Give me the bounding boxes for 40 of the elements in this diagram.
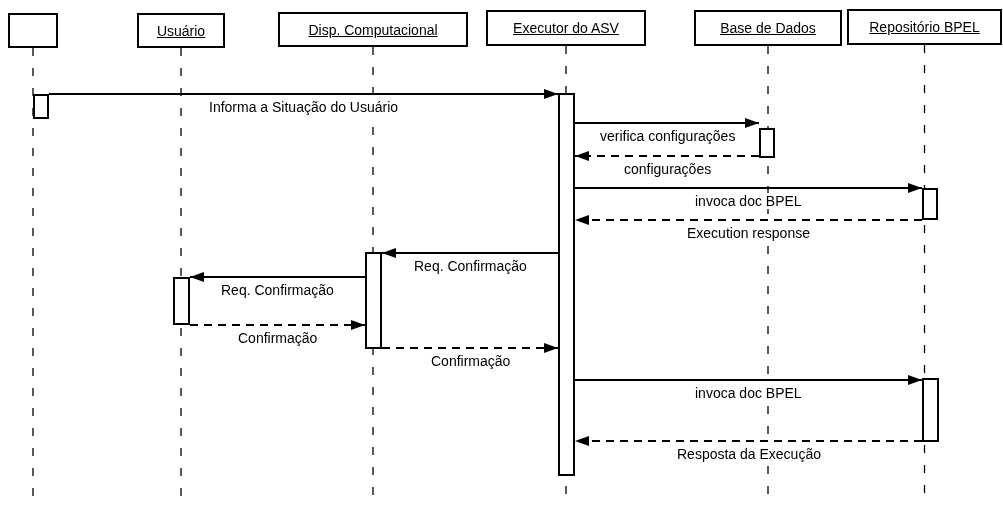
edge-label: Execution response bbox=[686, 225, 811, 241]
return-message-arrow bbox=[189, 320, 366, 330]
activation-bar bbox=[365, 252, 382, 349]
participant-box bbox=[278, 12, 468, 47]
return-message-arrow bbox=[381, 343, 559, 353]
message-arrow bbox=[574, 118, 760, 128]
participant-box bbox=[486, 10, 646, 46]
activation-bar bbox=[922, 188, 938, 220]
participant-box bbox=[8, 13, 58, 48]
return-message-arrow bbox=[574, 436, 923, 446]
participant-name: Disp. Computacional bbox=[308, 21, 438, 38]
participant-name: Usuário bbox=[156, 22, 206, 39]
message-arrow bbox=[381, 248, 559, 258]
edge-label: Req. Confirmação bbox=[220, 282, 335, 298]
edge-label: Informa a Situação do Usuário bbox=[208, 99, 400, 115]
activation-bar bbox=[558, 93, 575, 476]
activation-bar bbox=[173, 277, 190, 325]
participant-box bbox=[694, 10, 842, 46]
participant-name: Executor do ASV bbox=[513, 20, 619, 36]
participant-name: Base de Dados bbox=[720, 20, 816, 36]
activation-bar bbox=[33, 94, 49, 119]
edge-label: verifica configurações bbox=[599, 128, 737, 144]
activation-bar bbox=[759, 128, 775, 158]
activation-bar bbox=[922, 378, 939, 442]
edge-label: Confirmação bbox=[430, 353, 512, 369]
edge-label: invoca doc BPEL bbox=[694, 385, 803, 401]
participant-box bbox=[847, 9, 1002, 45]
return-message-arrow bbox=[574, 215, 923, 225]
message-arrow bbox=[189, 272, 366, 282]
edge-label: configurações bbox=[623, 161, 713, 177]
edge-label: Confirmação bbox=[237, 330, 319, 346]
return-message-arrow bbox=[574, 151, 760, 161]
edge-label: Req. Confirmação bbox=[413, 258, 528, 274]
message-arrow bbox=[574, 375, 923, 385]
edge-label: Resposta da Execução bbox=[676, 446, 822, 462]
message-arrow bbox=[48, 89, 559, 99]
participant-name: Repositório BPEL bbox=[869, 19, 980, 35]
participant-box bbox=[137, 13, 225, 48]
edge-label: invoca doc BPEL bbox=[694, 193, 803, 209]
message-arrow bbox=[574, 183, 923, 193]
